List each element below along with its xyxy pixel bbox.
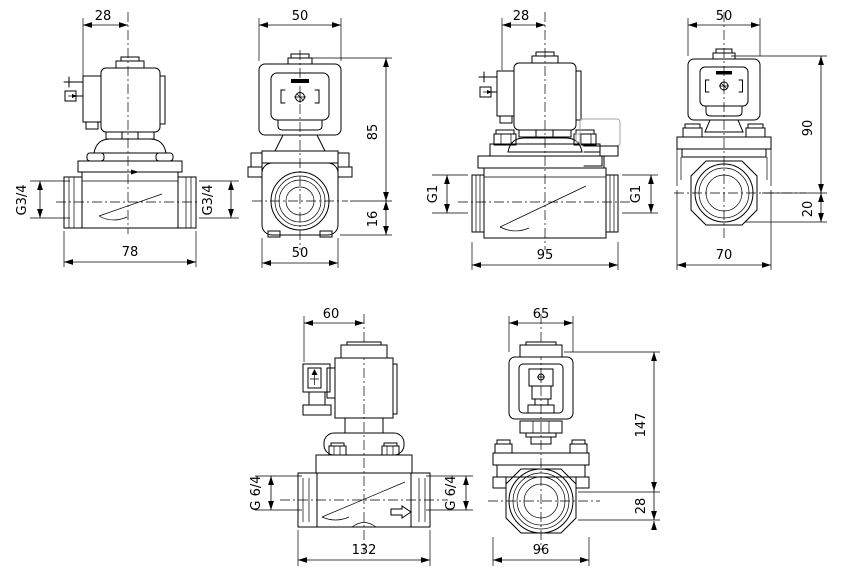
dim-label: G1 <box>629 185 644 203</box>
hex-boss <box>505 468 577 534</box>
dim-label: 60 <box>323 307 340 322</box>
dim-port-left: G3/4 <box>15 180 70 219</box>
solenoid-coil <box>100 56 166 133</box>
flow-arrow <box>390 505 412 519</box>
dim-label: 20 <box>801 201 816 218</box>
valve-body <box>297 472 431 528</box>
dim-bottom: 132 <box>297 530 431 566</box>
din-connector <box>302 363 332 416</box>
dim-top: 60 <box>303 307 364 362</box>
dim-label: 85 <box>366 124 381 141</box>
view-g34-side: 28 78 G3/4 G3/4 <box>15 9 239 267</box>
port-thread <box>270 171 330 231</box>
cable-gland <box>527 404 555 414</box>
dim-bottom: 70 <box>676 190 772 270</box>
connector-screw-slot <box>291 79 309 83</box>
cable-gland <box>302 404 332 416</box>
din-connector <box>478 70 515 124</box>
dim-label: 95 <box>537 248 554 263</box>
valve-body <box>505 468 577 534</box>
dim-label: 147 <box>634 413 649 438</box>
valve-body <box>63 169 197 229</box>
solenoid-coil <box>326 341 398 434</box>
dim-label: 78 <box>122 245 139 260</box>
knurled-nut <box>340 344 388 359</box>
valve-body <box>690 160 758 226</box>
dim-label: 132 <box>352 543 377 558</box>
dim-label: 90 <box>801 120 816 137</box>
dim-label: G 6/4 <box>444 475 459 510</box>
valve-bonnet <box>492 439 590 489</box>
dim-label: G1 <box>426 185 441 203</box>
dim-height: 147 28 <box>564 351 660 530</box>
dim-port-right: G3/4 <box>199 180 239 219</box>
dim-label: 28 <box>95 9 112 24</box>
dim-top: 65 <box>508 307 574 352</box>
connector-screw-slot <box>716 71 732 75</box>
dim-label: G 6/4 <box>249 475 264 510</box>
din-connector <box>63 75 102 130</box>
view-g34-front: 50 85 16 50 <box>247 9 392 268</box>
connector-phantom-position <box>579 118 621 147</box>
view-g64-side: 60 132 G 6/4 G 6/4 <box>249 307 473 566</box>
port-thread <box>508 468 574 534</box>
dim-height: 85 16 <box>310 57 392 236</box>
solenoid-coil <box>687 48 761 133</box>
hex-boss <box>690 160 758 226</box>
solenoid-coil <box>508 341 574 420</box>
dim-label: 70 <box>716 248 733 263</box>
flow-arrow <box>131 169 139 175</box>
dim-bottom: 78 <box>63 231 197 267</box>
view-g1-side: 28 95 G1 G1 <box>426 9 658 270</box>
port-thread <box>694 163 754 223</box>
view-g1-front: 50 90 20 70 <box>674 9 827 270</box>
knurled-nut <box>519 344 563 358</box>
valve-bonnet <box>676 123 772 186</box>
dim-bottom: 50 <box>261 238 339 268</box>
dim-label: 65 <box>533 307 550 322</box>
valve-bonnet <box>477 118 621 169</box>
dim-port-left: G1 <box>426 174 468 214</box>
dim-bottom: 95 <box>471 242 619 270</box>
dim-label: 16 <box>366 211 381 228</box>
dim-label: 50 <box>716 9 733 24</box>
side-bracket <box>583 145 619 167</box>
valve-body <box>261 162 339 238</box>
dim-label: 50 <box>292 246 309 261</box>
dim-label: 96 <box>533 543 550 558</box>
dim-top: 28 <box>82 9 128 78</box>
dim-top: 50 <box>687 9 761 56</box>
dim-label: 28 <box>513 9 530 24</box>
solenoid-coil <box>513 51 582 131</box>
solenoid-coil <box>258 53 342 136</box>
dim-top: 28 <box>501 9 545 70</box>
dim-height: 90 20 <box>731 55 827 223</box>
valve-body <box>471 167 619 239</box>
coil-nut <box>519 420 563 445</box>
dim-port-left: G 6/4 <box>249 475 302 511</box>
valve-bonnet <box>77 131 183 173</box>
dim-label: G3/4 <box>15 185 30 216</box>
view-g64-front: 65 147 28 96 <box>488 307 660 566</box>
dim-label: 50 <box>292 9 309 24</box>
dim-port-right: G 6/4 <box>426 475 473 511</box>
dim-label: 28 <box>634 498 649 515</box>
dim-top: 50 <box>258 9 342 61</box>
dim-port-right: G1 <box>622 174 658 214</box>
dim-label: G3/4 <box>201 185 216 216</box>
dim-bottom: 96 <box>492 537 590 566</box>
